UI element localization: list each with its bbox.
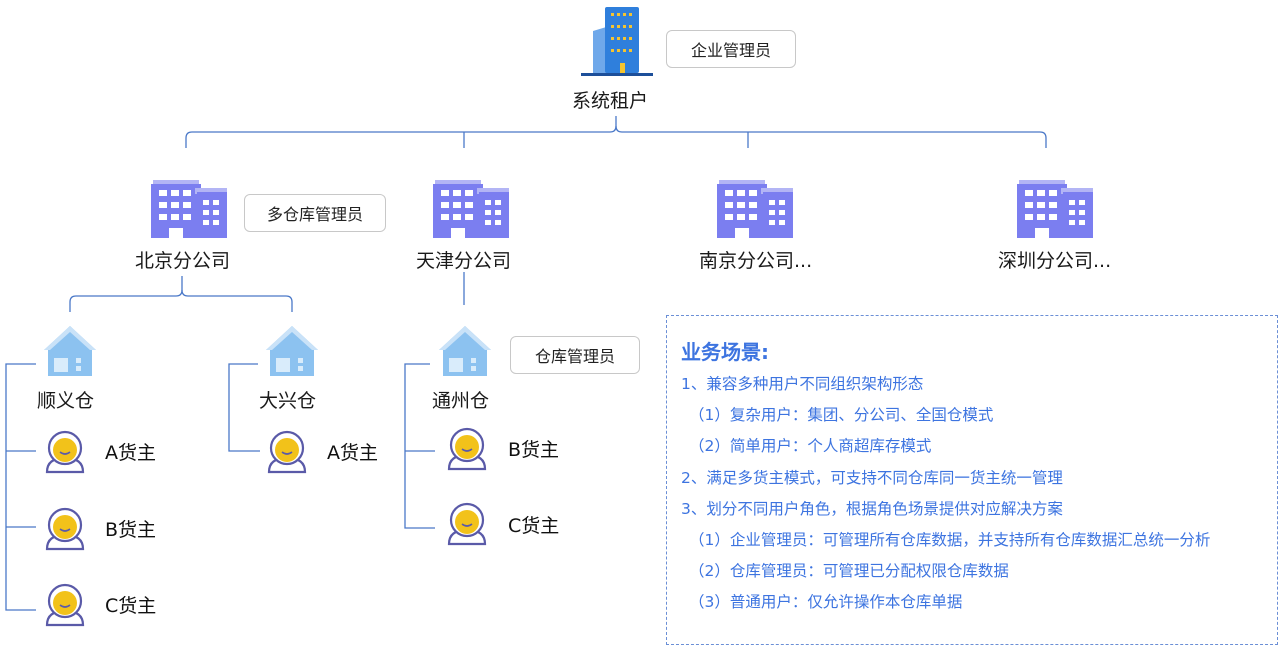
owner-avatar-icon — [41, 581, 89, 627]
daxing-warehouse-house-icon — [264, 324, 320, 378]
tianjin-branch-label: 天津分公司 — [416, 250, 512, 272]
scenario-title: 业务场景: — [681, 340, 769, 364]
shenzhen-branch-building-icon — [1015, 178, 1095, 238]
tenant-building-icon — [581, 5, 653, 77]
owner-label: B货主 — [508, 439, 560, 461]
owner-avatar-icon — [41, 505, 89, 551]
scenario-line: （1）复杂用户：集团、分公司、全国仓模式 — [689, 406, 994, 424]
tenant-label: 系统租户 — [572, 90, 649, 112]
tongzhou-warehouse-house-icon — [437, 324, 493, 378]
scenario-line: （2）仓库管理员：可管理已分配权限仓库数据 — [689, 562, 1009, 580]
shunyi-warehouse-house-icon — [42, 324, 98, 378]
daxing-warehouse-label: 大兴仓 — [259, 390, 317, 412]
owner-avatar-icon — [263, 428, 311, 474]
owner-avatar-icon — [41, 428, 89, 474]
scenario-line: （3）普通用户：仅允许操作本仓库单据 — [689, 593, 963, 611]
scenario-line: 1、兼容多种用户不同组织架构形态 — [681, 375, 924, 393]
owner-label: A货主 — [327, 442, 378, 464]
warehouse-admin-role-label: 仓库管理员 — [534, 347, 615, 366]
beijing-branch-building-icon — [149, 178, 229, 238]
multi-warehouse-admin-role-box: 多仓库管理员 — [244, 194, 386, 232]
enterprise-admin-role-box: 企业管理员 — [666, 30, 796, 68]
nanjing-branch-label: 南京分公司... — [699, 250, 813, 272]
scenario-line: 2、满足多货主模式，可支持不同仓库同一货主统一管理 — [681, 469, 1063, 487]
owner-avatar-icon — [443, 500, 491, 546]
multi-warehouse-admin-role-label: 多仓库管理员 — [266, 205, 363, 224]
shenzhen-branch-label: 深圳分公司... — [998, 250, 1112, 272]
nanjing-branch-building-icon — [715, 178, 795, 238]
scenario-line: （2）简单用户：个人商超库存模式 — [689, 437, 932, 455]
tongzhou-warehouse-label: 通州仓 — [432, 390, 490, 412]
business-scenario-panel: 业务场景: 1、兼容多种用户不同组织架构形态 （1）复杂用户：集团、分公司、全国… — [666, 315, 1278, 645]
enterprise-admin-role-label: 企业管理员 — [690, 41, 771, 60]
shunyi-warehouse-label: 顺义仓 — [37, 390, 95, 412]
owner-avatar-icon — [443, 425, 491, 471]
scenario-line: （1）企业管理员：可管理所有仓库数据，并支持所有仓库数据汇总统一分析 — [689, 531, 1211, 549]
owner-label: C货主 — [508, 515, 560, 537]
beijing-branch-label: 北京分公司 — [135, 250, 231, 272]
warehouse-admin-role-box: 仓库管理员 — [510, 336, 640, 374]
owner-label: B货主 — [105, 519, 157, 541]
owner-label: C货主 — [105, 595, 157, 617]
tianjin-branch-building-icon — [431, 178, 511, 238]
scenario-line: 3、划分不同用户角色，根据角色场景提供对应解决方案 — [681, 500, 1063, 518]
owner-label: A货主 — [105, 442, 156, 464]
